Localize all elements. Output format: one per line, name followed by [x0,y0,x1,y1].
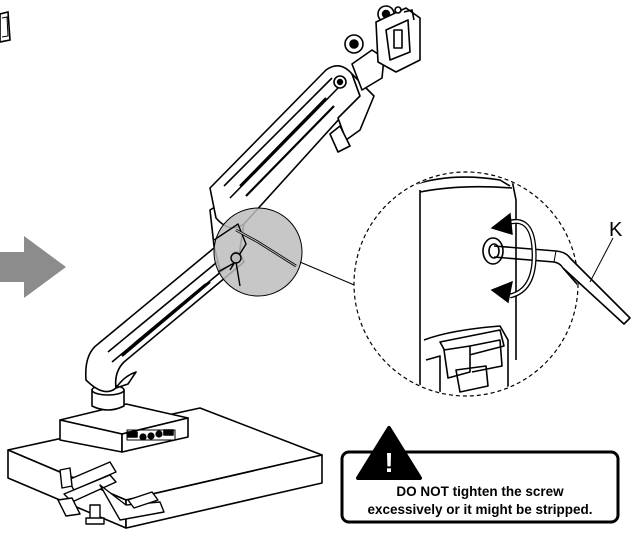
right-arrow-icon [0,236,66,298]
rotate-arrows-icon [490,212,537,304]
callout-label-k: K [609,219,623,241]
zoom-detail [353,171,631,397]
warning-line-1: DO NOT tighten the screw [396,484,564,499]
warning-line-2: excessively or it might be stripped. [367,502,592,517]
previous-part-fragment [0,10,11,43]
highlight-arm-detail [213,222,297,287]
warning-exclamation: ! [384,447,393,478]
upper-arm [209,65,375,229]
warning-triangle-icon [356,426,422,480]
arm-base [59,384,189,453]
zoom-highlight-circle [213,207,303,297]
warning-box: ! DO NOT tighten the screw excessively o… [340,426,620,524]
lower-arm [84,235,245,393]
desk-clamp [57,461,165,525]
vesa-head [344,5,421,91]
